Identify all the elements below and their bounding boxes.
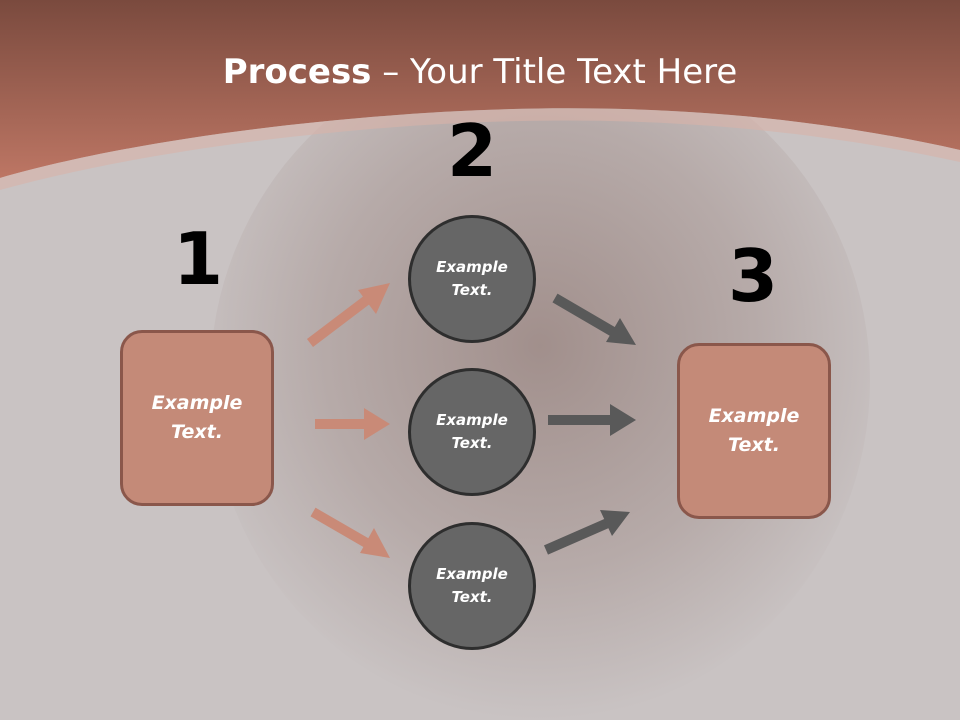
step-2-number: 2 xyxy=(446,109,498,193)
circle-middle-text: Example Text. xyxy=(436,411,508,452)
circle-bottom: Example Text. xyxy=(408,522,536,650)
arrow-to-middle xyxy=(315,408,390,440)
circle-middle: Example Text. xyxy=(408,368,536,496)
arrow-to-top xyxy=(306,283,390,347)
step-1-text: Example Text. xyxy=(151,392,243,443)
step-3-text: Example Text. xyxy=(708,405,800,456)
step-3-box: Example Text. xyxy=(677,343,831,519)
arrow-to-bottom xyxy=(310,507,390,558)
title-bold: Process xyxy=(222,52,372,92)
circle-bottom-text: Example Text. xyxy=(436,565,508,606)
header-band-edge xyxy=(0,108,960,190)
circle-top: Example Text. xyxy=(408,215,536,343)
slide-title: Process – Your Title Text Here xyxy=(0,52,960,92)
circle-top-text: Example Text. xyxy=(436,258,508,299)
arrow-from-top xyxy=(552,293,636,345)
arrow-from-bottom xyxy=(543,510,630,555)
arrow-from-middle xyxy=(548,404,636,436)
step-3-number: 3 xyxy=(727,234,779,318)
header-band xyxy=(0,0,960,178)
step-1-number: 1 xyxy=(172,217,224,301)
title-rest: – Your Title Text Here xyxy=(371,52,738,92)
step-1-box: Example Text. xyxy=(120,330,274,506)
